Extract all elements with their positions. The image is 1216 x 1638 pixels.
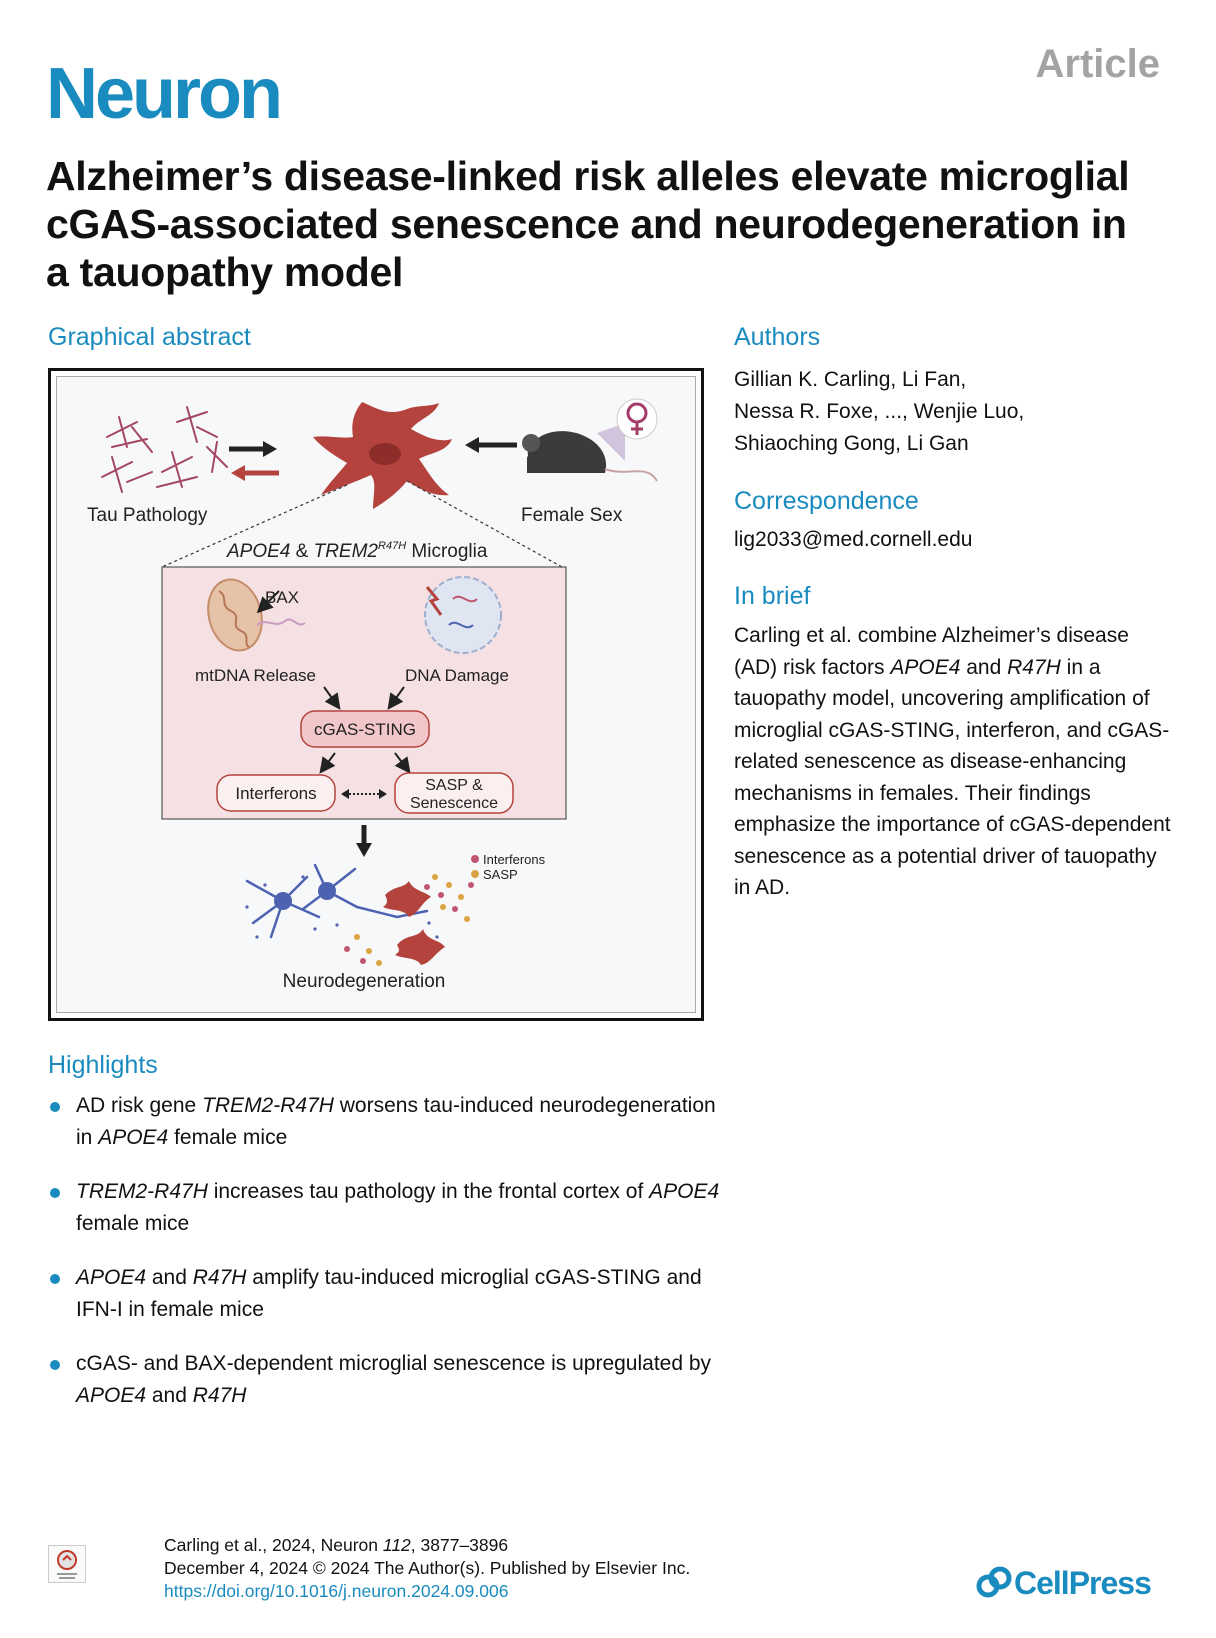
mitochondrion-icon: [207, 578, 306, 652]
sasp-senescence-pill: [394, 772, 514, 814]
label-microglia-genotype: APOE4 & TREM2R47H Microglia: [226, 540, 488, 562]
tau-microglia-arrows: [229, 441, 279, 481]
label-mtdna-release: mtDNA Release: [195, 666, 316, 685]
authors-line: Nessa R. Foxe, ..., Wenjie Luo,: [734, 400, 1025, 423]
microglia-cell-icon: [313, 402, 452, 509]
highlight-item: APOE4 and R47H amplify tau-induced micro…: [48, 1262, 728, 1326]
correspondence-heading: Correspondence: [734, 487, 919, 515]
in-brief-heading: In brief: [734, 582, 811, 610]
cgas-sting-pill: [300, 710, 430, 748]
article-type-label: Article: [1035, 42, 1161, 86]
check-for-updates-icon[interactable]: [48, 1545, 86, 1583]
label-dna-damage: DNA Damage: [405, 666, 509, 685]
label-interferons: Interferons: [235, 784, 316, 803]
zoom-dashed-lines: [161, 480, 563, 568]
sex-microglia-arrow: [465, 437, 517, 453]
bullet-dot: [50, 1188, 60, 1198]
label-female-sex: Female Sex: [521, 505, 623, 526]
label-tau-pathology: Tau Pathology: [87, 505, 208, 526]
legend-sasp-dot: [471, 870, 479, 878]
cellpress-wordmark: CellPress: [1014, 1564, 1152, 1601]
legend-interferons-dot: [471, 855, 479, 863]
cgas-to-sasp-arrow: [394, 752, 411, 774]
citation-footer: Carling et al., 2024, Neuron 112, 3877–3…: [164, 1534, 690, 1603]
copyright-line: December 4, 2024 © 2024 The Author(s). P…: [164, 1558, 691, 1578]
female-symbol-icon: [616, 398, 658, 440]
bullet-dot: [50, 1102, 60, 1112]
label-sasp-line1: SASP &: [425, 777, 483, 794]
in-brief-text: Carling et al. combine Alzheimer’s disea…: [734, 624, 1171, 899]
highlights-heading: Highlights: [48, 1051, 158, 1079]
legend-interferons-label: Interferons: [483, 852, 546, 867]
correspondence-email[interactable]: lig2033@med.cornell.edu: [734, 528, 973, 551]
label-sasp-line2: Senescence: [410, 795, 498, 812]
article-title: Alzheimer’s disease-linked risk alleles …: [46, 153, 1130, 295]
cellpress-logo: CellPress: [976, 1563, 1152, 1603]
dna-damage-to-cgas-arrow: [387, 686, 405, 710]
highlight-item: TREM2-R47H increases tau pathology in th…: [48, 1176, 728, 1240]
interferons-pill: [216, 774, 336, 812]
label-cgas-sting: cGAS-STING: [314, 720, 416, 739]
secreted-factors-legend: Interferons SASP: [471, 852, 546, 882]
neurodegeneration-illustration: [245, 863, 474, 966]
bax-arrow: [256, 590, 280, 614]
bullet-dot: [50, 1274, 60, 1284]
graphical-abstract-heading: Graphical abstract: [48, 323, 251, 351]
graphical-abstract-diagram: Tau Pathology Female Sex APOE4 & TREM2R4…: [87, 398, 658, 992]
doi-link[interactable]: https://doi.org/10.1016/j.neuron.2024.09…: [164, 1581, 509, 1601]
mtdna-to-cgas-arrow: [323, 686, 341, 710]
authors-list: Gillian K. Carling, Li Fan, Nessa R. Fox…: [734, 364, 1174, 460]
highlight-item: AD risk gene TREM2-R47H worsens tau-indu…: [48, 1090, 728, 1154]
tau-tangles-icon: [101, 406, 228, 493]
authors-line: Gillian K. Carling, Li Fan,: [734, 368, 967, 391]
authors-heading: Authors: [734, 323, 821, 351]
bullet-dot: [50, 1360, 60, 1370]
authors-line: Shiaoching Gong, Li Gan: [734, 432, 969, 455]
nucleus-dna-damage-icon: [424, 576, 502, 654]
highlight-item: cGAS- and BAX-dependent microglial senes…: [48, 1348, 728, 1412]
mouse-icon: [522, 423, 658, 482]
citation-line: Carling et al., 2024, Neuron 112, 3877–3…: [164, 1535, 509, 1555]
label-neurodegeneration: Neurodegeneration: [283, 971, 446, 992]
journal-logo: Neuron: [46, 54, 283, 134]
cgas-to-interferons-arrow: [319, 752, 336, 774]
cellpress-mark-icon: [976, 1566, 1012, 1598]
legend-sasp-label: SASP: [483, 867, 518, 882]
highlights-list: AD risk gene TREM2-R47H worsens tau-indu…: [48, 1090, 728, 1434]
interferons-sasp-double-arrow: [341, 789, 387, 799]
to-neurodegeneration-arrow: [356, 825, 372, 857]
label-bax: BAX: [265, 588, 299, 607]
graphical-abstract-figure: Tau Pathology Female Sex APOE4 & TREM2R4…: [48, 368, 704, 1021]
